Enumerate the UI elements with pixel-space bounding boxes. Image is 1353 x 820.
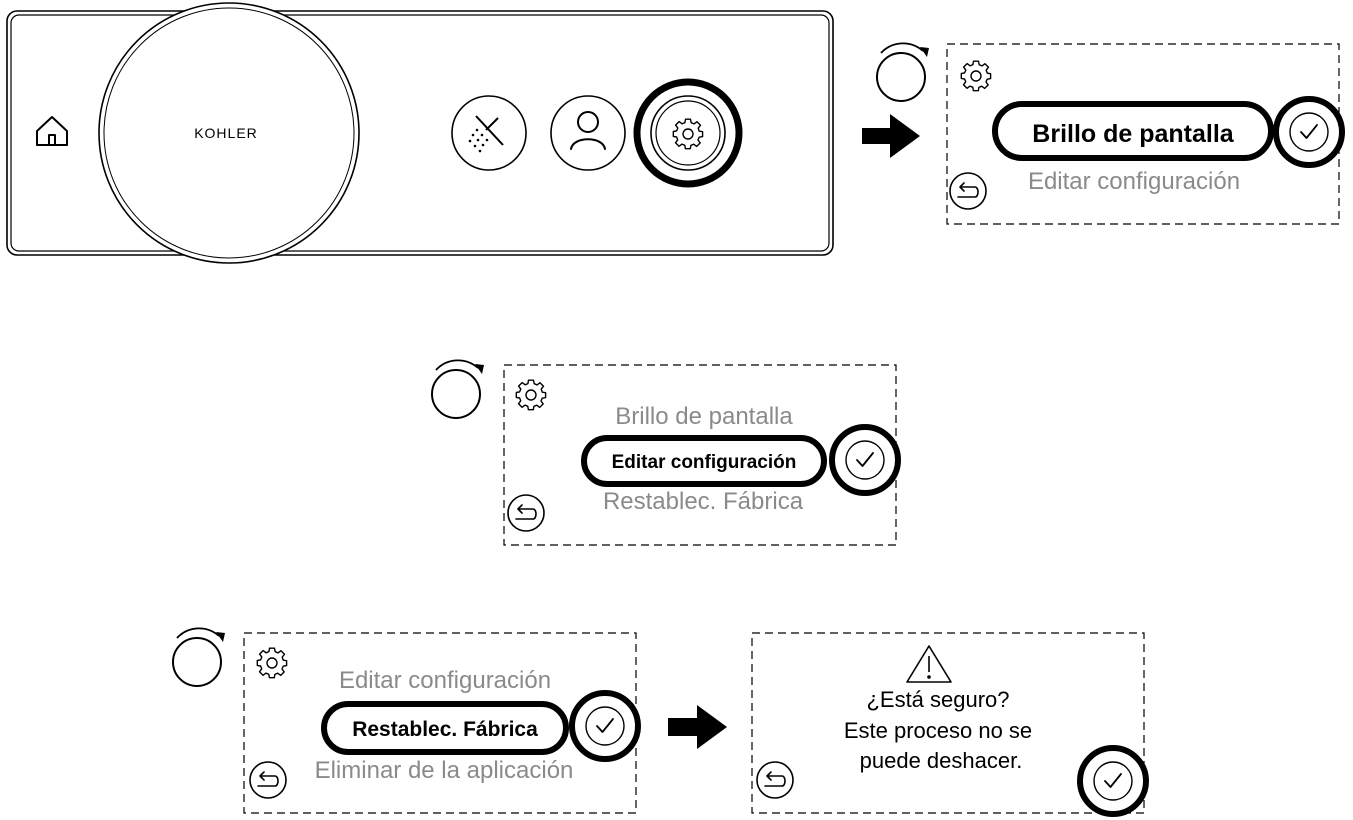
- shower-button[interactable]: [451, 95, 527, 171]
- back-button[interactable]: [949, 172, 987, 210]
- confirm-button[interactable]: [1077, 745, 1149, 817]
- menu-item-label: Editar configuración: [612, 452, 797, 473]
- menu-item-selected[interactable]: [581, 435, 827, 487]
- shower-off-icon: [468, 115, 504, 153]
- user-icon: [570, 111, 606, 150]
- arrow-right-icon: [862, 114, 920, 158]
- gear-icon: [960, 60, 992, 92]
- panel-1: Brillo de pantalla Editar configuración: [876, 42, 1345, 225]
- menu-item-label[interactable]: Brillo de pantalla: [615, 403, 793, 430]
- back-button[interactable]: [507, 494, 545, 532]
- confirm-message-line: puede deshacer.: [860, 748, 1023, 773]
- brand-logo: KOHLER: [194, 125, 258, 141]
- confirm-message-line: Este proceso no se: [844, 718, 1032, 743]
- control-dial[interactable]: [98, 2, 360, 264]
- confirm-button[interactable]: [1273, 96, 1345, 168]
- user-button[interactable]: [550, 95, 626, 171]
- confirm-question: ¿Está seguro?: [866, 687, 1009, 712]
- panel-2: Brillo de pantalla Editar configuración …: [431, 359, 901, 546]
- rotate-knob-icon: [431, 359, 485, 419]
- gear-icon: [256, 647, 288, 679]
- menu-item-label: Restablec. Fábrica: [352, 718, 538, 741]
- rotate-knob-icon: [172, 627, 226, 687]
- menu-item-label[interactable]: Eliminar de la aplicación: [315, 757, 574, 784]
- menu-item-label[interactable]: Editar configuración: [1028, 168, 1240, 195]
- settings-button[interactable]: [633, 78, 743, 188]
- warning-icon: [906, 645, 952, 683]
- menu-item-label: Brillo de pantalla: [1032, 120, 1235, 148]
- panel-3: Editar configuración Restablec. Fábrica …: [172, 627, 641, 814]
- back-button[interactable]: [249, 761, 287, 799]
- gear-icon: [515, 379, 547, 411]
- arrow-right-icon: [668, 705, 727, 749]
- back-button[interactable]: [756, 761, 794, 799]
- rotate-knob-icon: [876, 42, 930, 102]
- menu-item-label[interactable]: Restablec. Fábrica: [603, 488, 804, 515]
- menu-item-selected[interactable]: [321, 701, 569, 755]
- menu-item-label[interactable]: Editar configuración: [339, 667, 551, 694]
- home-icon[interactable]: [36, 116, 68, 146]
- confirm-panel: ¿Está seguro? Este proceso no se puede d…: [751, 632, 1149, 817]
- kohler-controller: KOHLER: [6, 2, 834, 264]
- menu-item-selected[interactable]: [992, 101, 1274, 161]
- confirm-button[interactable]: [829, 424, 901, 496]
- confirm-button[interactable]: [569, 690, 641, 762]
